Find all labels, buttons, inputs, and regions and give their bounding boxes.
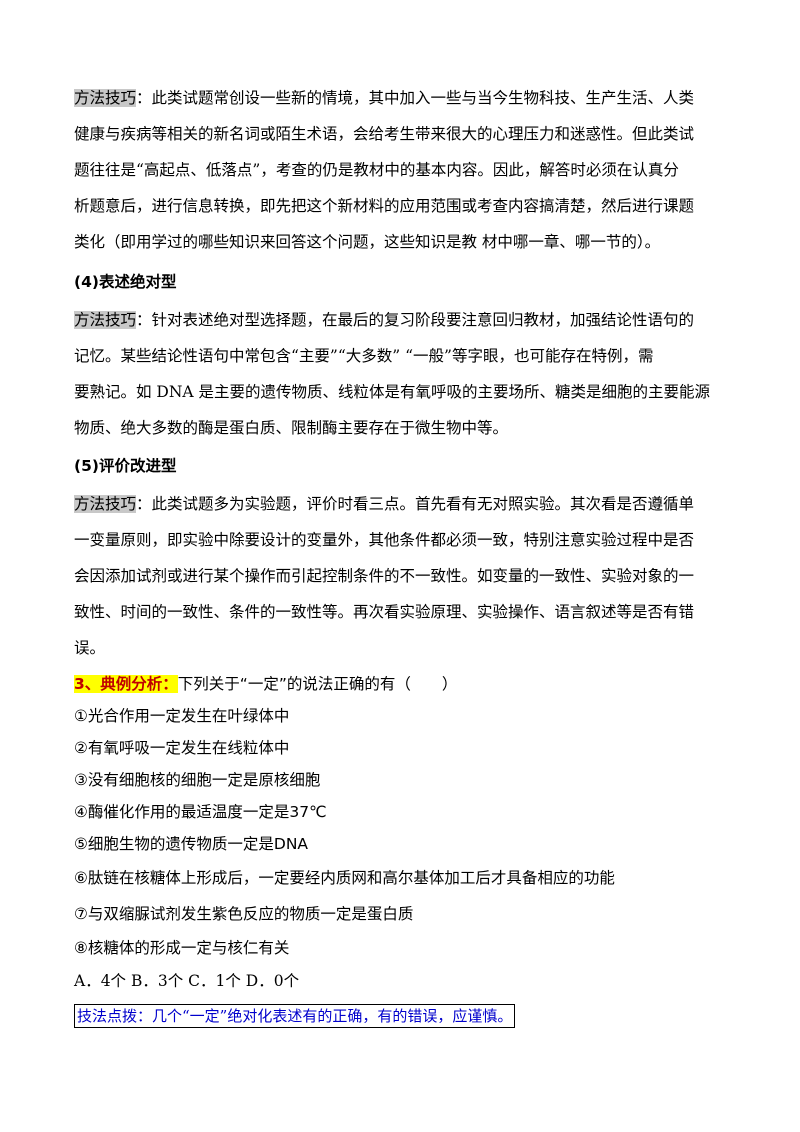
method-paragraph-3: 方法技巧：此类试题多为实验题，评价时看三点。首先看有无对照实验。其次看是否遵循单…: [74, 495, 695, 657]
list-item: ②有氧呼吸一定发生在线粒体中: [74, 739, 290, 757]
example-question: 下列关于“一定”的说法正确的有（ ）: [177, 675, 458, 693]
method-paragraph-1: 方法技巧：此类试题常创设一些新的情境，其中加入一些与当今生物科技、生产生活、人类…: [74, 89, 695, 251]
list-item: ⑧核糖体的形成一定与核仁有关: [74, 939, 290, 957]
list-item: ④酶催化作用的最适温度一定是37℃: [74, 803, 327, 821]
section-heading-4: (4)表述绝对型: [74, 273, 177, 291]
method-label: 方法技巧: [74, 495, 137, 513]
example-items: ①光合作用一定发生在叶绿体中 ②有氧呼吸一定发生在线粒体中 ③没有细胞核的细胞一…: [74, 700, 726, 964]
method-label: 方法技巧: [74, 89, 137, 107]
list-item: ⑥肽链在核糖体上形成后，一定要经内质网和高尔基体加工后才具备相应的功能: [74, 869, 615, 887]
tip-box: 技法点拨：几个“一定”绝对化表述有的正确，有的错误，应谨慎。: [74, 1004, 516, 1028]
list-item: ①光合作用一定发生在叶绿体中: [74, 707, 290, 725]
answer-options: A．4个 B．3个 C．1个 D．0个: [74, 972, 300, 990]
method-paragraph-2: 方法技巧：针对表述绝对型选择题，在最后的复习阶段要注意回归教材，加强结论性语句的…: [74, 311, 711, 437]
list-item: ⑤细胞生物的遗传物质一定是DNA: [74, 835, 309, 853]
section-heading-5: (5)评价改进型: [74, 457, 177, 475]
method-label: 方法技巧: [74, 311, 137, 329]
document-page: 方法技巧：此类试题常创设一些新的情境，其中加入一些与当今生物科技、生产生活、人类…: [74, 80, 726, 1028]
example-tag: 3、典例分析：: [74, 675, 178, 693]
example-heading: 3、典例分析：下列关于“一定”的说法正确的有（ ）: [74, 668, 726, 700]
list-item: ⑦与双缩脲试剂发生紫色反应的物质一定是蛋白质: [74, 905, 414, 923]
list-item: ③没有细胞核的细胞一定是原核细胞: [74, 771, 321, 789]
